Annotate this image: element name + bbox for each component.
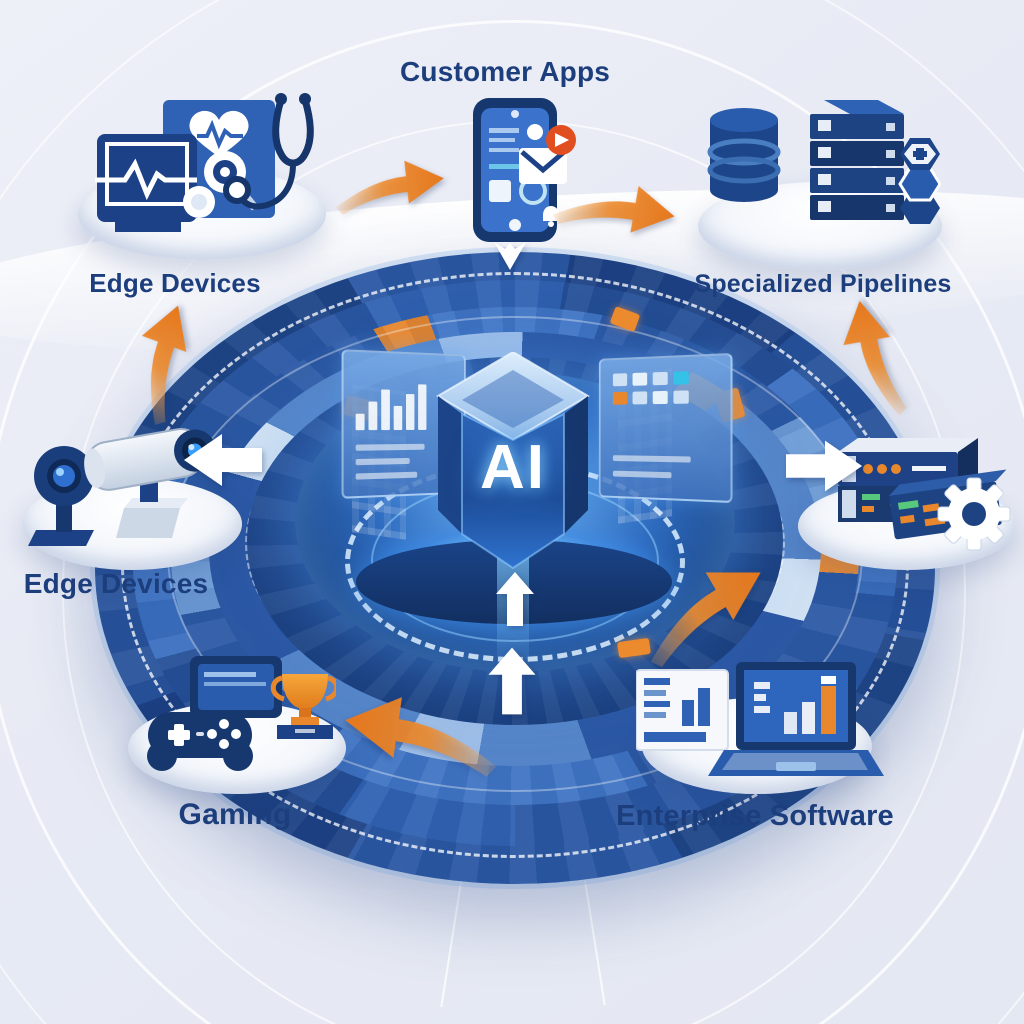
arrow-apps-to-pipelines bbox=[553, 186, 675, 233]
arrow-apps-down bbox=[494, 242, 526, 270]
cameras-icon bbox=[28, 428, 216, 546]
node-label: Customer Apps bbox=[399, 56, 611, 87]
medical-devices-icon bbox=[95, 93, 314, 232]
background-arc bbox=[0, 20, 1024, 1024]
gaming-icons bbox=[147, 656, 336, 771]
node-label: Specialized Pipelines bbox=[694, 270, 952, 298]
arrow-to-servers bbox=[786, 440, 863, 492]
ai-label: AI bbox=[480, 433, 546, 502]
arrow-bottom-to-gaming bbox=[345, 697, 497, 777]
data-pipelines-icon bbox=[707, 100, 941, 224]
node-label: Enterprise Software bbox=[616, 800, 894, 832]
server-units-icon bbox=[838, 438, 1011, 551]
enterprise-software-icon bbox=[636, 662, 884, 776]
node-label: Edge Devices bbox=[89, 268, 261, 298]
arrow-topleft-to-apps bbox=[336, 160, 444, 215]
arrow-bottom-up-outer bbox=[488, 647, 536, 715]
arrow-to-cameras bbox=[184, 434, 262, 486]
smartphone-icon bbox=[473, 98, 576, 242]
arrow-right-ring-up bbox=[843, 300, 907, 416]
arrow-left-ring-up bbox=[141, 305, 187, 425]
gear-icon bbox=[937, 477, 1011, 551]
node-label: Gaming bbox=[178, 798, 292, 831]
arrow-inner-bottomright-up bbox=[650, 572, 761, 667]
dashboard-screen-right bbox=[598, 352, 733, 504]
ai-cube-icon bbox=[436, 352, 590, 570]
node-label: Edge Devices bbox=[23, 568, 209, 599]
arrow-bottom-up-inner bbox=[496, 572, 534, 626]
